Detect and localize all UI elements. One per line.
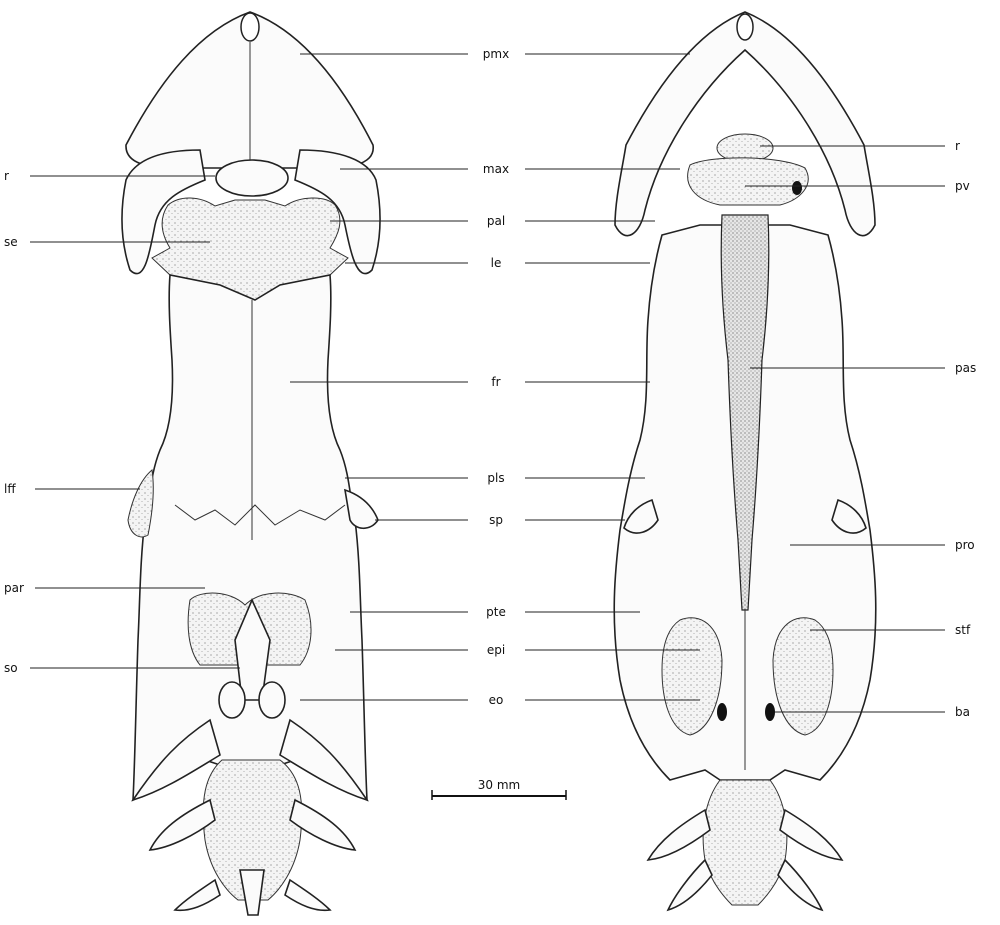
label-fr: fr	[491, 375, 500, 389]
label-pte: pte	[486, 605, 506, 619]
label-pas: pas	[955, 361, 976, 375]
label-r-right: r	[955, 139, 960, 153]
label-ba: ba	[955, 705, 970, 719]
label-pro: pro	[955, 538, 975, 552]
label-pv: pv	[955, 179, 970, 193]
label-pmx: pmx	[483, 47, 509, 61]
label-se: se	[4, 235, 18, 249]
label-r-left: r	[4, 169, 9, 183]
skull-ventral-view	[614, 12, 876, 910]
skull-dorsal-view	[122, 12, 380, 915]
scale-bar-label: 30 mm	[478, 778, 520, 792]
label-max: max	[483, 162, 509, 176]
premaxilla-foramen	[241, 13, 259, 41]
occipital-ventral-shape	[703, 780, 787, 905]
label-epi: epi	[487, 643, 505, 657]
lateral-flange-shape	[128, 470, 153, 537]
label-eo: eo	[489, 693, 504, 707]
label-par: par	[4, 581, 24, 595]
label-le: le	[491, 256, 502, 270]
label-sp: sp	[489, 513, 503, 527]
cranial-roof-shape	[133, 275, 367, 800]
label-pls: pls	[487, 471, 504, 485]
label-so: so	[4, 661, 18, 675]
prevomer-shape	[688, 158, 809, 205]
label-stf: stf	[955, 623, 971, 637]
label-lff: lff	[4, 482, 16, 496]
rostral-shape	[216, 160, 288, 196]
label-pal: pal	[487, 214, 505, 228]
scale-bar: 30 mm	[432, 778, 566, 800]
